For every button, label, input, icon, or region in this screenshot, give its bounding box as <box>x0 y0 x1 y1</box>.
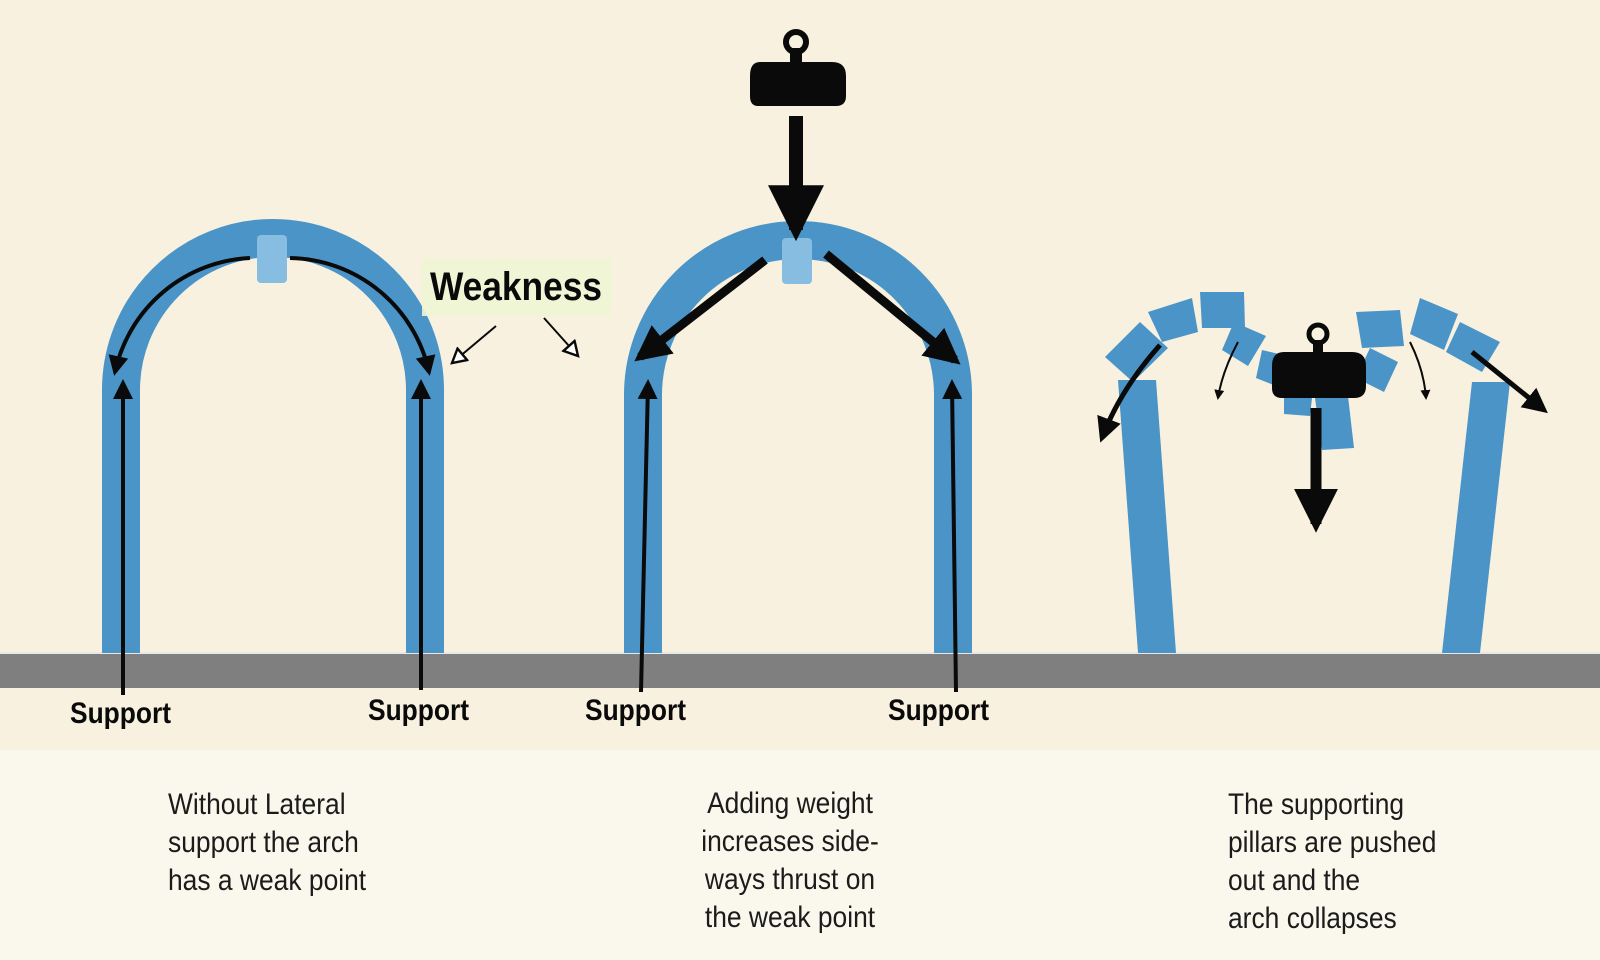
thrust-arrow-right <box>289 256 436 376</box>
support-label-4: Support <box>888 694 989 727</box>
thrust-arrow-left <box>634 256 768 362</box>
support-arrow-3 <box>637 379 658 693</box>
support-label-2: Support <box>368 694 469 727</box>
collapse-arrow-small-left <box>1214 341 1239 400</box>
support-label-1: Support <box>70 697 171 730</box>
caption-band <box>0 750 1600 960</box>
weakness-pointer-right <box>543 317 578 356</box>
arch-diagram: Weakness <box>0 29 1600 730</box>
caption-panel-1: Without Lateral support the arch has a w… <box>168 788 367 897</box>
support-label-3: Support <box>585 694 686 727</box>
thrust-arrow-right <box>823 250 961 365</box>
thrust-arrow-left <box>108 256 251 376</box>
arch-2 <box>624 221 972 693</box>
caption-panel-3: The supporting pillars are pushed out an… <box>1228 788 1437 935</box>
support-arrow-4 <box>942 379 963 693</box>
caption-panel-2: Adding weight increases side- ways thrus… <box>701 787 879 934</box>
arch-1 <box>102 219 444 695</box>
pillar-right <box>1442 382 1510 653</box>
collapse-arrow-small-right <box>1409 341 1431 400</box>
ground-strip <box>0 653 1600 688</box>
weight-icon <box>750 29 846 106</box>
pillar-left <box>1118 380 1176 653</box>
collapsed-arch <box>1105 292 1510 653</box>
keystone <box>257 235 287 283</box>
collapse-arrow-right <box>1470 350 1548 414</box>
weakness-highlight <box>422 258 612 316</box>
collapse-arrow-left <box>1097 343 1162 443</box>
weight-icon-collapse <box>1272 322 1366 398</box>
weakness-label: Weakness <box>430 265 602 309</box>
keystone <box>782 238 812 284</box>
weakness-pointer-left <box>452 325 497 363</box>
